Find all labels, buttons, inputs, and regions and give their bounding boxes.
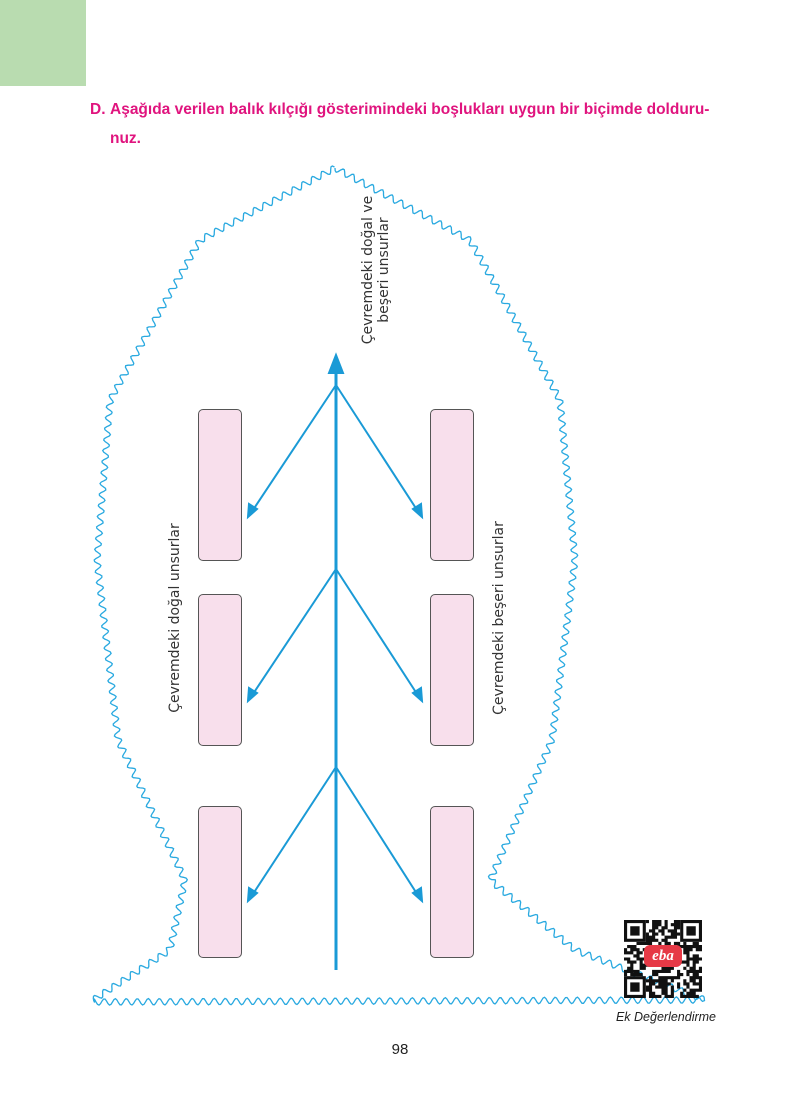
head-label-line-2: beşeri unsurlar [376,217,392,323]
answer-box-left-1[interactable] [198,409,242,561]
right-category-label: Çevremdeki beşeri unsurlar [487,518,511,718]
question-line-1: Aşağıda verilen balık kılçığı gösterimin… [110,101,710,118]
branch-line [250,568,337,698]
branch-line [335,766,420,898]
question-line-2: nuz. [110,130,141,147]
answer-box-right-1[interactable] [430,409,474,561]
head-label-line-1: Çevremdeki doğal ve [360,195,376,345]
left-category-label: Çevremdeki doğal unsurlar [163,518,187,718]
branch-arrowhead [246,886,259,904]
branch-arrowhead [411,686,424,704]
branch-line [250,766,337,898]
branch-line [335,568,420,698]
question-text: D.Aşağıda verilen balık kılçığı gösterim… [90,95,730,153]
branch-line [250,384,337,514]
spine-arrowhead [327,352,345,374]
answer-box-left-2[interactable] [198,594,242,746]
answer-box-left-3[interactable] [198,806,242,958]
branch-arrowhead [246,502,259,520]
right-category-text: Çevremdeki beşeri unsurlar [491,521,507,715]
branch-arrowhead [411,502,424,520]
answer-box-right-3[interactable] [430,806,474,958]
qr-caption: Ek Değerlendirme [615,1010,717,1024]
question-letter: D. [90,101,106,118]
eba-logo: eba [644,945,682,967]
branch-arrowhead [246,686,259,704]
branch-line [335,384,420,514]
corner-tab [0,0,86,86]
answer-box-right-2[interactable] [430,594,474,746]
page-number: 98 [391,1041,409,1058]
fishbone-lines [246,352,424,970]
qr-code[interactable] [624,920,702,998]
head-label: Çevremdeki doğal ve beşeri unsurlar [296,195,456,345]
fish-outline [92,165,706,1006]
branch-arrowhead [411,886,424,904]
left-category-text: Çevremdeki doğal unsurlar [167,523,183,713]
